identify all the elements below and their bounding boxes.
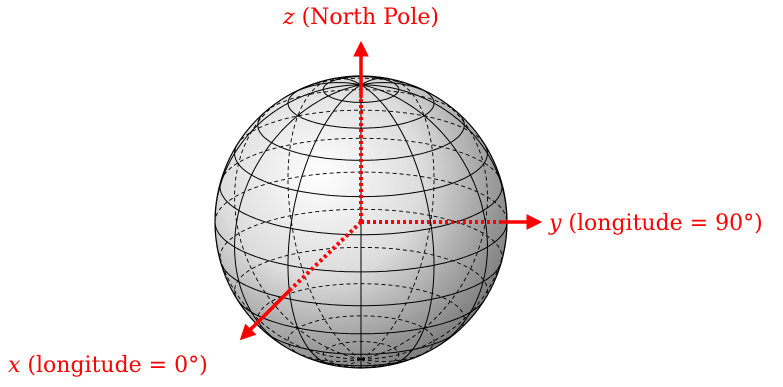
y-axis-label: y (longitude = 90°)	[548, 211, 763, 236]
latitude-line-back	[287, 315, 435, 358]
latitude-line-front	[219, 183, 432, 236]
latitude-line-front	[264, 331, 413, 355]
z-axis-var: z	[282, 5, 295, 30]
latitude-line-back	[214, 171, 508, 224]
longitude-line-back	[360, 218, 508, 360]
longitude-line-front	[286, 82, 362, 97]
latitude-line-back	[257, 283, 465, 333]
latitude-line-front	[214, 223, 435, 273]
x-axis-text: (longitude = 0°)	[20, 353, 207, 378]
longitude-line-back	[214, 218, 362, 360]
x-axis-var: x	[8, 353, 21, 378]
longitude-line-front	[333, 77, 362, 86]
visible-grid-lines	[214, 76, 508, 368]
y-axis-var: y	[548, 211, 562, 236]
latitude-line-back	[219, 208, 503, 263]
longitude-line-front	[287, 84, 362, 366]
latitude-line-front	[424, 142, 488, 192]
latitude-line-front	[237, 300, 425, 335]
longitude-line-front	[360, 84, 435, 366]
latitude-line-back	[263, 89, 457, 114]
latitude-line-front	[431, 260, 503, 300]
longitude-line-front	[214, 84, 362, 219]
z-axis-text: (North Pole)	[295, 5, 439, 30]
longitude-line-front	[360, 82, 436, 97]
latitude-line-front	[234, 144, 425, 198]
x-axis-inside	[288, 220, 363, 292]
latitude-line-front	[287, 87, 398, 129]
latitude-line-front	[397, 86, 435, 126]
y-axis-text: (longitude = 90°)	[561, 211, 762, 236]
latitude-line-front	[220, 262, 432, 307]
latitude-line-front	[304, 356, 398, 367]
latitude-line-front	[424, 299, 486, 329]
latitude-line-back	[234, 246, 488, 302]
latitude-line-front	[397, 355, 419, 363]
longitude-line-front	[360, 84, 508, 219]
latitude-line-front	[433, 220, 508, 266]
longitude-line-front	[360, 77, 389, 86]
latitude-line-front	[412, 330, 459, 351]
x-axis-arrow	[239, 288, 292, 341]
latitude-line-back	[236, 109, 485, 145]
latitude-line-front	[412, 111, 465, 157]
x-axis-label: x (longitude = 0°)	[8, 353, 208, 378]
longitude-line-front	[234, 84, 362, 347]
latitude-line-front	[257, 112, 413, 161]
z-axis-label: z (North Pole)	[282, 5, 439, 30]
longitude-line-front	[360, 84, 488, 347]
latitude-line-back	[219, 137, 502, 184]
